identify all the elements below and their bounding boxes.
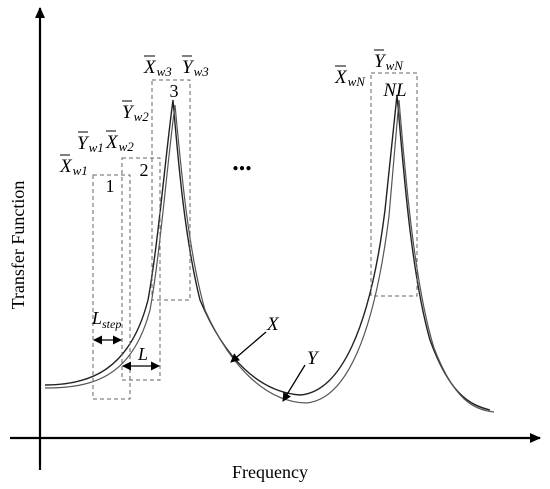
window-1-x-label: Xw1 bbox=[59, 154, 88, 178]
svg-text:Yw1: Yw1 bbox=[77, 133, 104, 155]
window-n-y-label: YwN bbox=[374, 49, 404, 73]
svg-text:Xw1: Xw1 bbox=[59, 156, 88, 178]
curve-x-pointer bbox=[230, 331, 267, 363]
window-2-number: 2 bbox=[140, 160, 149, 180]
window-1-y-label: Yw1 bbox=[77, 131, 104, 155]
svg-text:Yw2: Yw2 bbox=[122, 102, 149, 124]
curve-x bbox=[44, 94, 491, 411]
svg-text:Xw3: Xw3 bbox=[143, 57, 172, 79]
window-n-x-label: XwN bbox=[334, 65, 366, 89]
l-label: L bbox=[137, 344, 148, 364]
curve-y-pointer bbox=[282, 364, 306, 402]
svg-text:Xw2: Xw2 bbox=[105, 132, 134, 154]
ellipsis: ... bbox=[232, 147, 252, 176]
window-n-number: NL bbox=[382, 80, 406, 101]
svg-text:XwN: XwN bbox=[334, 67, 366, 89]
curve-y-name: Y bbox=[307, 348, 320, 369]
window-1-box bbox=[92, 174, 131, 400]
svg-text:YwN: YwN bbox=[374, 51, 404, 73]
window-2-box bbox=[121, 157, 161, 381]
svg-text:Yw3: Yw3 bbox=[182, 57, 209, 79]
window-2-y-label: Yw2 bbox=[122, 100, 149, 124]
x-axis-label: Frequency bbox=[232, 462, 308, 482]
window-3-box bbox=[151, 79, 191, 301]
window-3-y-label: Yw3 bbox=[182, 55, 209, 79]
l-step-label: Lstep bbox=[91, 308, 121, 331]
curve-x-name: X bbox=[266, 314, 280, 335]
window-3-number: 3 bbox=[170, 81, 179, 101]
window-3-x-label: Xw3 bbox=[143, 55, 172, 79]
window-1-number: 1 bbox=[106, 176, 115, 196]
curve-y bbox=[44, 99, 495, 413]
window-n-box bbox=[370, 72, 418, 297]
y-axis-label: Transfer Function bbox=[8, 181, 28, 310]
window-2-x-label: Xw2 bbox=[105, 130, 134, 154]
